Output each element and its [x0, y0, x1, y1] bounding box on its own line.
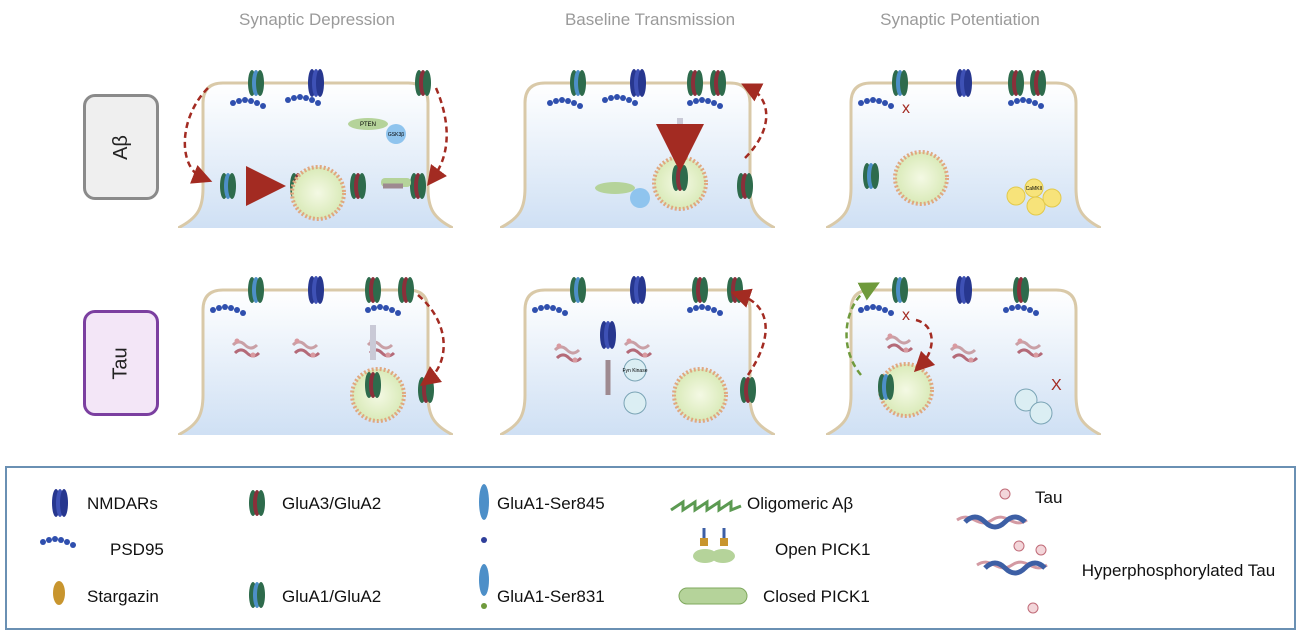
fyn-label: Fyn Kinase [622, 368, 647, 374]
svg-text:x: x [902, 307, 910, 324]
open-pick1-icon [693, 528, 735, 563]
glua12-icon [249, 582, 265, 608]
row-label-tau-text: Tau [109, 346, 132, 380]
panel-abeta-depression: PTEN GSK3β [178, 69, 453, 228]
legend-closed-pick1: Closed PICK1 [763, 587, 870, 606]
row-label-abeta: Aβ [83, 94, 159, 200]
column-title-baseline: Baseline Transmission [564, 10, 736, 29]
stargazin-icon [53, 581, 65, 605]
glua32-icon [249, 490, 265, 516]
svg-text:x: x [902, 100, 910, 117]
panel-abeta-baseline [500, 69, 775, 228]
row-label-tau: Tau [83, 310, 159, 416]
legend-stargazin: Stargazin [87, 587, 159, 606]
legend-box: NMDARs PSD95 Stargazin GluA3/GluA2 GluA1… [5, 466, 1296, 630]
oligomeric-abeta-icon [670, 499, 742, 513]
closed-pick1-icon [678, 587, 748, 605]
panel-abeta-potentiation: x CaMKII [826, 69, 1101, 228]
legend-open-pick1: Open PICK1 [775, 540, 871, 559]
legend-psd95: PSD95 [110, 540, 164, 559]
psd95-icon [40, 536, 76, 548]
camkii-label: CaMKII [1026, 186, 1043, 192]
panel-tau-baseline: Fyn Kinase [500, 276, 775, 435]
panel-tau-depression [178, 276, 453, 435]
legend-nmdar: NMDARs [87, 494, 158, 513]
column-title-depression: Synaptic Depression [239, 10, 395, 29]
legend-hyperphosphorylated-tau: Hyperphosphorylated Tau [1071, 560, 1286, 581]
panel-tau-potentiation: x X [826, 276, 1101, 435]
tau-icon [956, 488, 1048, 614]
legend-ser831: GluA1-Ser831 [497, 587, 605, 606]
ser845-icon [479, 484, 489, 543]
ser831-icon [479, 564, 489, 609]
pten-label: PTEN [360, 122, 376, 128]
column-title-potentiation: Synaptic Potentiation [880, 10, 1040, 29]
legend-hyperphosphorylated-tau-text: Hyperphosphorylated Tau [1081, 561, 1276, 580]
legend-glua12: GluA1/GluA2 [282, 587, 382, 606]
nmdar-icon [52, 489, 68, 517]
legend-oligomeric-abeta: Oligomeric Aβ [747, 494, 854, 513]
legend-glua32: GluA3/GluA2 [282, 494, 382, 513]
gsk3-label: GSK3β [388, 132, 404, 138]
legend-tau: Tau [1035, 488, 1063, 507]
row-label-abeta-text: Aβ [109, 134, 132, 160]
svg-text:X: X [1051, 377, 1062, 394]
legend-ser845: GluA1-Ser845 [497, 494, 605, 513]
